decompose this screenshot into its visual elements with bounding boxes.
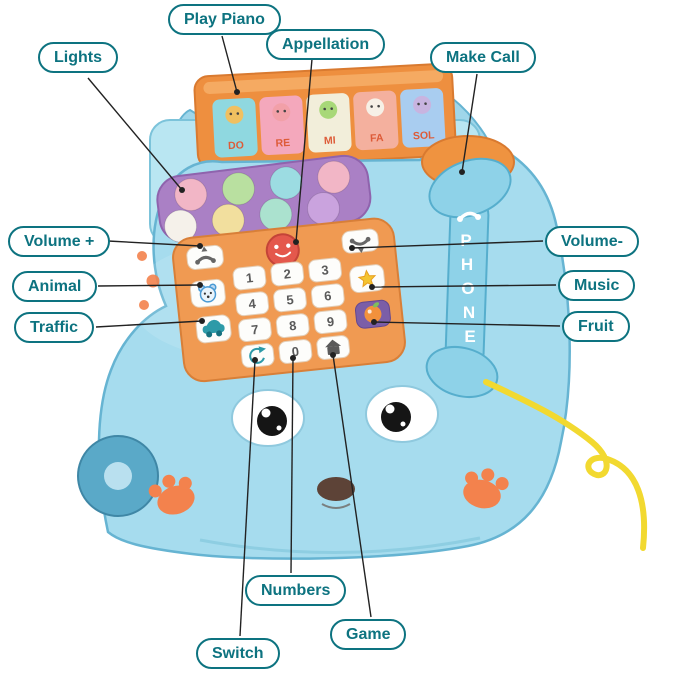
callout-line-traffic [95,320,203,328]
number-key [308,257,342,283]
label-music: Music [558,270,636,302]
piano-key-sol: SOL [400,88,446,148]
number-key [235,291,270,317]
piano-key-note-label: FA [370,132,384,145]
paw-trail-dots [137,251,160,310]
phone-icon [457,211,481,222]
traffic-key-icon [202,319,225,338]
light-ball [317,160,351,194]
label-volume-plus: Volume + [8,226,111,258]
label-game: Game [330,619,407,651]
callout-line-switch [239,359,256,637]
number-key [232,265,267,291]
fruit-key-icon [364,302,382,323]
nose [317,477,355,501]
label-make-call: Make Call [430,42,536,74]
callout-line-appellation [295,58,313,243]
front-bumper-line [199,536,481,555]
switch-key [240,343,275,368]
number-key [270,261,305,287]
callout-line-fruit [373,321,561,327]
number-key [238,317,272,343]
label-appellation: Appellation [266,29,386,61]
piano: DO RE MI FA SOL [193,63,457,169]
car-face [231,385,439,509]
light-ball [221,172,255,206]
piano-key-face-icon [272,103,291,122]
callout-endpoints [179,89,465,363]
right-paw-print-icon [463,468,509,509]
label-volume-minus: Volume- [545,226,639,258]
handset: P H O N E [425,157,512,398]
number-key-label: 9 [326,314,335,330]
piano-key-note-label: DO [228,139,244,152]
handset-letter: O [461,279,474,298]
piano-key-face-icon [319,100,338,119]
callout-line-make-call [461,73,478,173]
handset-letter: N [463,303,475,322]
number-key [313,309,348,335]
number-key-label: 5 [286,292,295,308]
label-play-piano: Play Piano [168,4,281,36]
number-key [273,287,307,313]
piano-key-note-label: MI [324,134,336,147]
number-key [275,313,310,339]
callout-line-numbers [290,357,294,574]
number-key-label: 1 [245,270,254,286]
piano-key-do: DO [212,97,258,158]
pull-cord [483,379,648,551]
keypad: 1 2 3 4 5 6 7 8 9 0 [172,217,406,383]
piano-top-edge [203,70,444,95]
appellation-button-face-icon [274,243,292,258]
game-key-icon [325,339,342,356]
number-key-label: 2 [283,266,292,282]
callout-lines [87,35,561,637]
label-switch: Switch [196,638,280,670]
mouth [321,503,351,509]
number-key [310,283,345,309]
left-paw-print-icon [148,474,195,515]
piano-key-face-icon [225,105,244,124]
number-key-label: 6 [323,288,332,304]
callout-line-music [371,284,557,288]
label-fruit: Fruit [562,311,630,343]
front-wheel [77,435,159,517]
zero-key-label: 0 [291,344,300,360]
piano-key-re: RE [259,95,305,155]
number-key-label: 8 [288,318,297,334]
lights-panel [156,154,372,243]
callout-line-lights [87,77,183,191]
piano-key-note-label: RE [275,137,290,150]
callout-line-game [332,354,372,618]
callout-line-volume-minus [351,240,544,249]
callout-line-volume-plus [107,240,201,247]
piano-key-face-icon [366,98,385,117]
number-key-label: 3 [321,262,330,278]
volume-minus-key-icon [349,236,371,254]
number-key-label: 4 [248,296,258,312]
callout-line-animal [97,284,201,287]
callout-line-play-piano [221,35,238,93]
piano-key-mi: MI [306,93,352,153]
number-key-label: 7 [251,322,260,338]
number-keys: 1 2 3 4 5 6 7 8 9 0 [232,257,348,364]
piano-key-face-icon [413,95,432,114]
label-numbers: Numbers [245,575,347,607]
handset-letter: E [464,327,475,346]
volume-plus-key-icon [195,246,216,265]
piano-key-fa: FA [353,90,399,151]
handset-letter: P [460,231,471,250]
handset-letter: H [461,255,473,274]
label-animal: Animal [12,271,98,303]
label-traffic: Traffic [14,312,95,344]
zero-key [278,339,313,364]
piano-key-note-label: SOL [413,129,436,142]
label-lights: Lights [38,42,118,74]
light-ball [174,178,208,212]
star-icon [357,269,377,288]
switch-key-icon [249,346,266,364]
